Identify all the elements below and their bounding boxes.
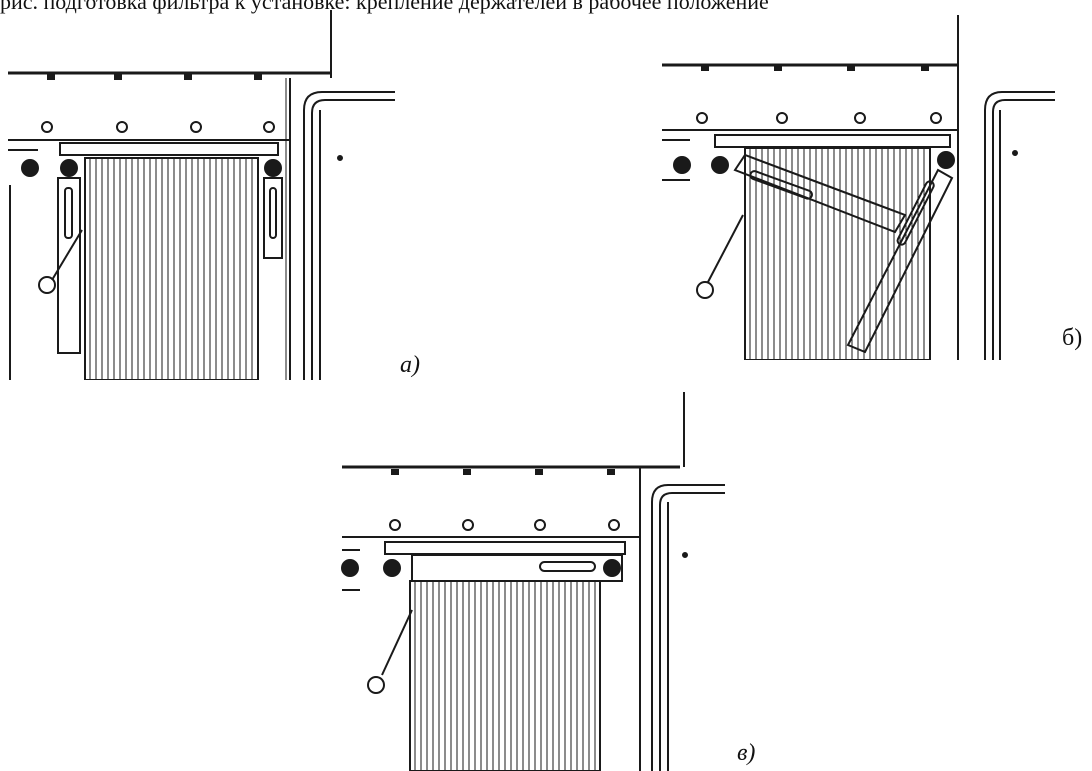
panel-label-c: в) <box>737 740 756 766</box>
panel-label-b: б) <box>1062 325 1083 351</box>
drawing-panel-a <box>0 0 400 380</box>
drawing-b <box>662 15 1055 360</box>
drawing-panel-c <box>340 390 730 771</box>
panel-label-a: а) <box>400 352 420 378</box>
drawing-a <box>8 10 395 380</box>
cropped-text-line: рис. подготовка фильтра к установке: кре… <box>0 0 1092 30</box>
drawing-panel-b <box>660 0 1060 360</box>
drawing-c <box>341 392 725 771</box>
top-text: рис. подготовка фильтра к установке: кре… <box>0 0 769 14</box>
